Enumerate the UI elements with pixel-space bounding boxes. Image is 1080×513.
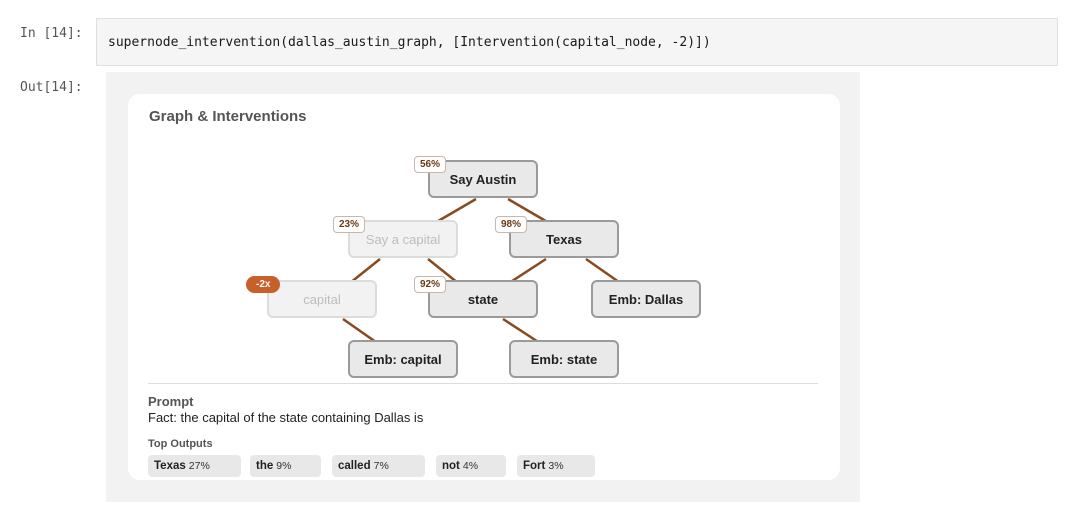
code-arg-value: -2 (671, 35, 688, 50)
code-constructor: Intervention (460, 35, 555, 50)
node-emb-dallas[interactable]: Emb: Dallas (591, 280, 701, 318)
chip-prob: 3% (548, 460, 564, 472)
code-close: )]) (687, 35, 711, 50)
chip-token: Fort (523, 460, 546, 472)
section-divider (148, 383, 818, 384)
chip-token: the (256, 460, 274, 472)
node-texas[interactable]: Texas (509, 220, 619, 258)
node-label: capital (303, 291, 341, 307)
code-bracket: [ (452, 35, 461, 50)
node-label: Say Austin (449, 171, 517, 187)
graph-card: Graph & Interventions Say Austin 56% Say… (128, 94, 840, 480)
code-cell[interactable]: supernode_intervention(dallas_austin_gra… (96, 18, 1058, 66)
chip-token: not (442, 460, 460, 472)
chip-prob: 27% (188, 460, 210, 472)
top-outputs-heading: Top Outputs (148, 438, 213, 450)
code-paren: ( (554, 35, 562, 50)
input-prompt-label: In [14]: (20, 26, 83, 41)
node-label: state (467, 291, 499, 307)
code-arg-graph: dallas_austin_graph, (288, 35, 453, 50)
node-label: Texas (546, 231, 582, 247)
activation-badge: 23% (333, 216, 366, 233)
activation-badge: 56% (414, 156, 447, 173)
node-emb-capital[interactable]: Emb: capital (348, 340, 458, 378)
node-label: Emb: state (530, 351, 598, 367)
chip-prob: 7% (373, 460, 389, 472)
prompt-text: Fact: the capital of the state containin… (148, 410, 424, 425)
node-label: Emb: capital (364, 351, 442, 367)
node-say-a-capital[interactable]: Say a capital (348, 220, 458, 258)
intervention-badge[interactable]: -2x (246, 276, 281, 293)
node-label: Emb: Dallas (608, 291, 684, 307)
graph-edges (342, 197, 627, 349)
chip-token: Texas (154, 460, 186, 472)
output-prompt-label: Out[14]: (20, 80, 83, 95)
chip-token: called (338, 460, 371, 472)
node-label: Say a capital (365, 231, 441, 247)
activation-badge: 92% (414, 276, 447, 293)
code-paren: ( (280, 35, 289, 50)
activation-badge: 98% (495, 216, 528, 233)
prompt-heading: Prompt (148, 394, 194, 409)
node-emb-state[interactable]: Emb: state (509, 340, 619, 378)
node-capital[interactable]: capital (267, 280, 377, 318)
chip-prob: 9% (276, 460, 292, 472)
node-state[interactable]: state (428, 280, 538, 318)
cell-output-area: Graph & Interventions Say Austin 56% Say… (106, 72, 860, 502)
graph-title: Graph & Interventions (149, 108, 307, 125)
node-say-austin[interactable]: Say Austin (428, 160, 538, 198)
code-function-name: supernode_intervention (108, 35, 281, 50)
chip-prob: 4% (462, 460, 479, 472)
code-arg-node: capital_node, (561, 35, 672, 50)
